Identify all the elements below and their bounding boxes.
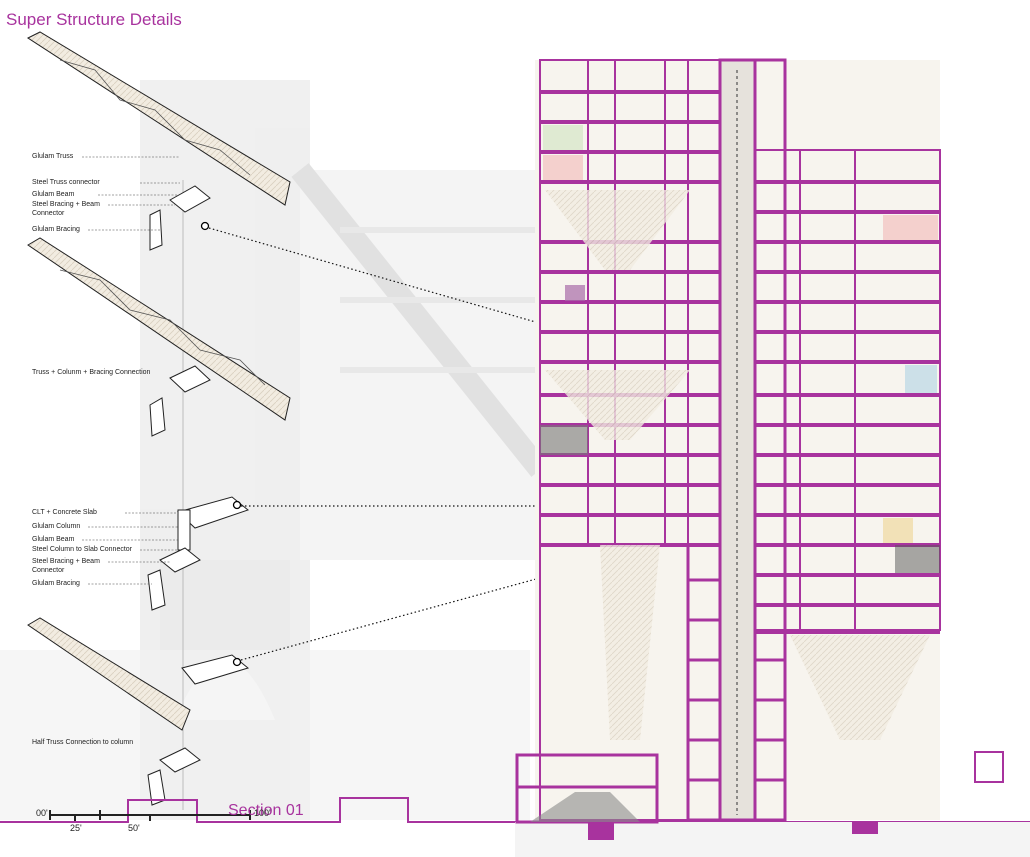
ground-line xyxy=(0,797,1030,857)
label-steel-bracing-1b: Connector xyxy=(32,210,65,217)
label-glulam-beam-2: Glulam Beam xyxy=(32,536,75,543)
slab-detail xyxy=(147,496,250,611)
label-steel-bracing-2b: Connector xyxy=(32,567,65,574)
label-glulam-truss: Glulam Truss xyxy=(32,153,74,160)
label-truss-column-bracing: Truss + Colunm + Bracing Connection xyxy=(32,369,151,376)
label-steel-column-slab: Steel Column to Slab Connector xyxy=(32,546,132,553)
section-label: Section 01 xyxy=(228,802,304,819)
scale-label-25: 25' xyxy=(70,823,82,833)
label-half-truss: Half Truss Connection to column xyxy=(32,739,134,746)
label-steel-bracing-1a: Steel Bracing + Beam xyxy=(32,201,100,208)
leader-lines xyxy=(82,156,180,585)
scale-bar xyxy=(49,810,251,821)
scale-label-0: 00' xyxy=(36,808,48,818)
label-glulam-bracing-2: Glulam Bracing xyxy=(32,580,80,587)
tower-section xyxy=(515,58,1004,824)
sheet-title: Super Structure Details xyxy=(6,10,182,29)
label-steel-truss-connector: Steel Truss connector xyxy=(32,179,100,186)
half-truss-detail xyxy=(27,617,250,806)
truss-detail-2 xyxy=(27,237,291,437)
label-glulam-bracing-1: Glulam Bracing xyxy=(32,226,80,233)
label-clt-slab: CLT + Concrete Slab xyxy=(32,509,97,516)
label-glulam-beam-1: Glulam Beam xyxy=(32,191,75,198)
truss-detail-1 xyxy=(26,31,291,251)
label-glulam-column: Glulam Column xyxy=(32,523,81,530)
label-steel-bracing-2a: Steel Bracing + Beam xyxy=(32,558,100,565)
scale-label-50: 50' xyxy=(128,823,140,833)
scale-label-100: 100' xyxy=(254,808,271,818)
